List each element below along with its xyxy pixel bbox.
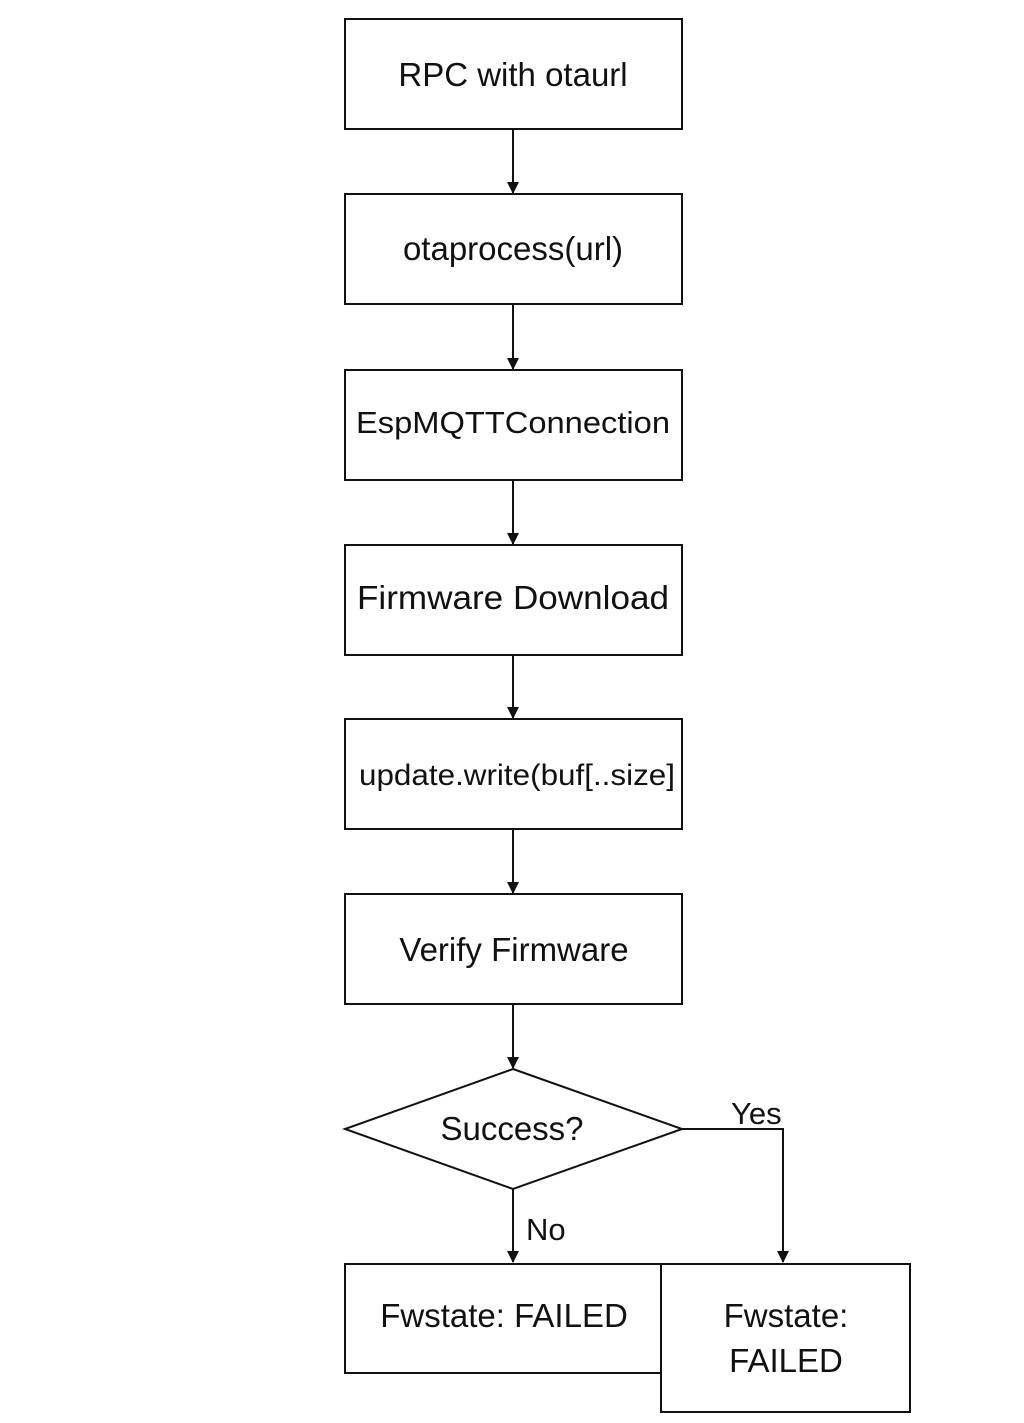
decision-success: Success? <box>342 1067 685 1191</box>
step-update-write: update.write(buf[..size] <box>344 718 683 830</box>
decision-label: Success? <box>440 1110 583 1147</box>
step-verify-firmware: Verify Firmware <box>344 893 683 1005</box>
step-rpc-with-otaurl: RPC with otaurl <box>344 18 683 130</box>
step-label: update.write(buf[..size] <box>359 759 675 792</box>
outcome-label: Fwstate: FAILED <box>380 1297 628 1334</box>
step-label: EspMQTTConnection <box>356 405 670 440</box>
outcome-left-failed <box>344 1263 683 1374</box>
step-label: Firmware Download <box>357 579 669 616</box>
outcome-label-line1: Fwstate: <box>724 1297 849 1334</box>
step-espmqttconnection: EspMQTTConnection <box>344 369 683 481</box>
outcome-right-failed: Fwstate: FAILED <box>660 1263 911 1413</box>
yes-label: Yes <box>731 1096 782 1131</box>
step-firmware-download: Firmware Download <box>344 544 683 656</box>
step-label: otaprocess(url) <box>403 230 623 267</box>
outcome-label-line2: FAILED <box>729 1342 843 1379</box>
step-label: Verify Firmware <box>399 931 628 968</box>
step-label: RPC with otaurl <box>398 56 627 93</box>
yes-branch-arrow <box>682 1128 789 1263</box>
step-otaprocess: otaprocess(url) <box>344 193 683 305</box>
no-label: No <box>526 1212 566 1247</box>
